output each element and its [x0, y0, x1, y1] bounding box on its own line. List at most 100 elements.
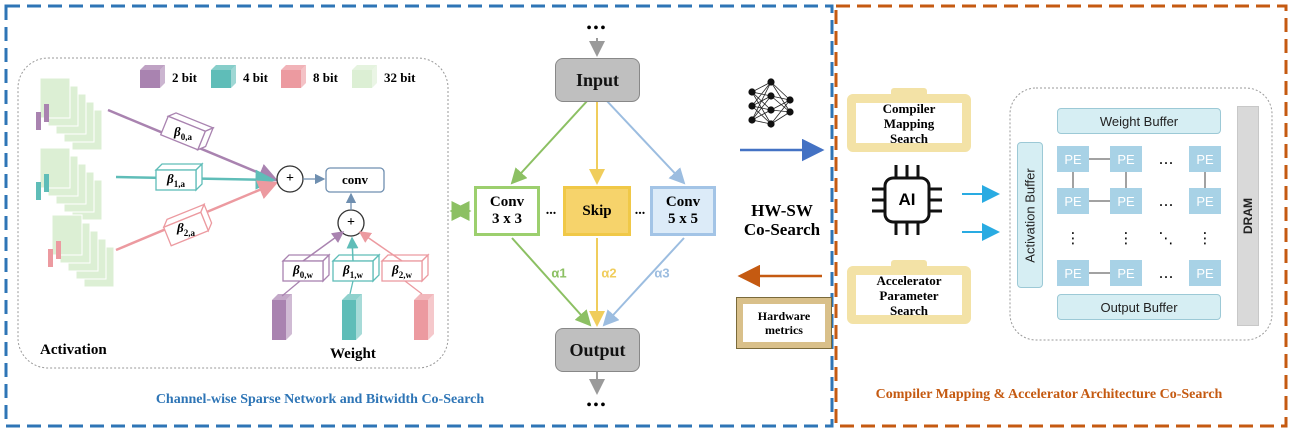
pe-dots-diag: ⋱: [1158, 229, 1174, 247]
activation-stack-0-mark-a: [36, 112, 41, 130]
edge-input-conv3: [510, 99, 589, 185]
conv3-node: Conv 3 x 3: [474, 186, 540, 236]
conv-box: [325, 167, 385, 193]
activation-stack-1-mark-b: [44, 174, 49, 192]
legend-swatch-0-top: [140, 65, 165, 70]
input-node: Input: [555, 58, 640, 102]
output-buffer-label: Output Buffer: [1100, 299, 1178, 315]
activation-stack-2-mark-a: [48, 249, 53, 267]
legend-label-4bit: 4 bit: [243, 70, 268, 85]
wbar-link-1: [349, 280, 354, 295]
right-caption: Compiler Mapping & Accelerator Architect…: [875, 387, 1223, 402]
activation-stack-1-mark-a: [36, 182, 41, 200]
legend-label-2bit: 2 bit: [172, 70, 197, 85]
beta-2w-box: [380, 253, 430, 283]
nn-edge: [770, 81, 791, 113]
beta-0a-box: [159, 112, 215, 151]
legend-swatch-1: [211, 65, 236, 88]
nn-node-5: [767, 106, 775, 114]
adder-weight-symbol: +: [347, 215, 355, 230]
pe-0-0: PE: [1057, 146, 1089, 172]
edge-conv3-output: [511, 237, 592, 327]
beta-2a-label: β2,a: [177, 220, 195, 238]
conv-label: conv: [342, 172, 368, 187]
legend-swatch-3-side: [372, 65, 377, 88]
alpha2-label: α2: [601, 265, 617, 281]
beta-0a-label: β0,a: [174, 124, 192, 142]
nn-node-6: [767, 120, 775, 128]
weight-bar-4bit-front: [342, 300, 356, 340]
hardware-metrics-label: Hardware metrics: [757, 309, 811, 337]
w-line-2: [358, 231, 403, 262]
legend-swatch-2-front: [281, 70, 301, 88]
nn-node-4: [767, 92, 775, 100]
conv5-node-label: Conv 5 x 5: [665, 194, 701, 227]
beta-2a-box: [162, 202, 213, 247]
legend-swatch-1-top: [211, 65, 236, 70]
legend-label-8bit: 8 bit: [313, 70, 338, 85]
conv3-node-label: Conv 3 x 3: [489, 194, 525, 227]
accelerator-parameter-search-label: Accelerator Parameter Search: [876, 272, 942, 318]
pe-1-2: PE: [1189, 188, 1221, 214]
weight-buffer-label: Weight Buffer: [1099, 113, 1179, 129]
weight-bar-8bit-top: [414, 294, 434, 300]
hardware-metrics-box: Hardware metrics: [736, 297, 832, 349]
weight-buffer: Weight Buffer: [1057, 108, 1221, 134]
nn-edge: [751, 81, 772, 121]
alpha1-label: α1: [551, 265, 567, 281]
weight-bar-4bit-side: [356, 294, 362, 340]
output-buffer: Output Buffer: [1057, 294, 1221, 320]
adder-act-symbol: +: [286, 171, 294, 186]
w-line-0: [302, 231, 345, 262]
branch-ellipsis-right: ...: [634, 203, 646, 218]
right-panel-border: [834, 4, 1288, 428]
accelerator-graphic: [872, 158, 1206, 274]
beta-0a-box-front: [159, 115, 207, 151]
conv5-node: Conv 5 x 5: [650, 186, 716, 236]
weight-bar-4bit-top: [342, 294, 362, 300]
left-caption: Channel-wise Sparse Network and Bitwidth…: [155, 392, 485, 407]
compiler-clip-tab: [891, 88, 927, 98]
nn-node-7: [786, 96, 794, 104]
wbar-link-0: [281, 280, 301, 297]
activation-buffer-label: Activation Buffer: [1022, 167, 1038, 263]
bottom-dots: •••: [586, 398, 608, 413]
weight-bar-8bit-side: [428, 294, 434, 340]
edge-conv5-output: [602, 237, 685, 327]
nn-edge: [770, 81, 791, 101]
legend-swatch-0: [140, 65, 165, 88]
legend-swatch-2-top: [281, 65, 306, 70]
activation-label: Activation: [40, 342, 107, 358]
supernet-graph: [449, 38, 686, 395]
pe-0-1: PE: [1110, 146, 1142, 172]
activation-stack-0-mark-b: [44, 104, 49, 122]
alpha3-label: α3: [654, 265, 670, 281]
nn-node-8: [786, 108, 794, 116]
beta-2w-box-top: [380, 254, 430, 262]
top-dots: •••: [586, 21, 608, 36]
legend-swatch-2-side: [301, 65, 306, 88]
legend-swatch-1-side: [231, 65, 236, 88]
nn-node-1: [748, 102, 756, 110]
accelerator-box: [1009, 87, 1273, 341]
skip-node-label: Skip: [582, 202, 612, 219]
beta-1w-label: β1,w: [343, 262, 363, 280]
hwsw-label: HW-SW Co-Search: [743, 201, 821, 239]
beta-1a-box: [154, 162, 204, 192]
pe-0-2: PE: [1189, 146, 1221, 172]
nn-node-3: [767, 78, 775, 86]
beta-1a-box-top: [154, 163, 204, 171]
activation-stack-0-layer-0: [39, 77, 71, 119]
legend-swatch-3-front: [352, 70, 372, 88]
nn-edge: [770, 99, 791, 125]
weight-bar-4bit: [342, 294, 362, 340]
legend-label-32bit: 32 bit: [384, 70, 416, 85]
output-node-label: Output: [569, 339, 626, 360]
beta-2w-label: β2,w: [392, 262, 412, 280]
legend-swatch-3-top: [352, 65, 377, 70]
weight-bar-2bit: [272, 294, 292, 340]
legend-swatch-0-front: [140, 70, 160, 88]
wbar-link-2: [404, 280, 423, 295]
legend-swatch-3: [352, 65, 377, 88]
